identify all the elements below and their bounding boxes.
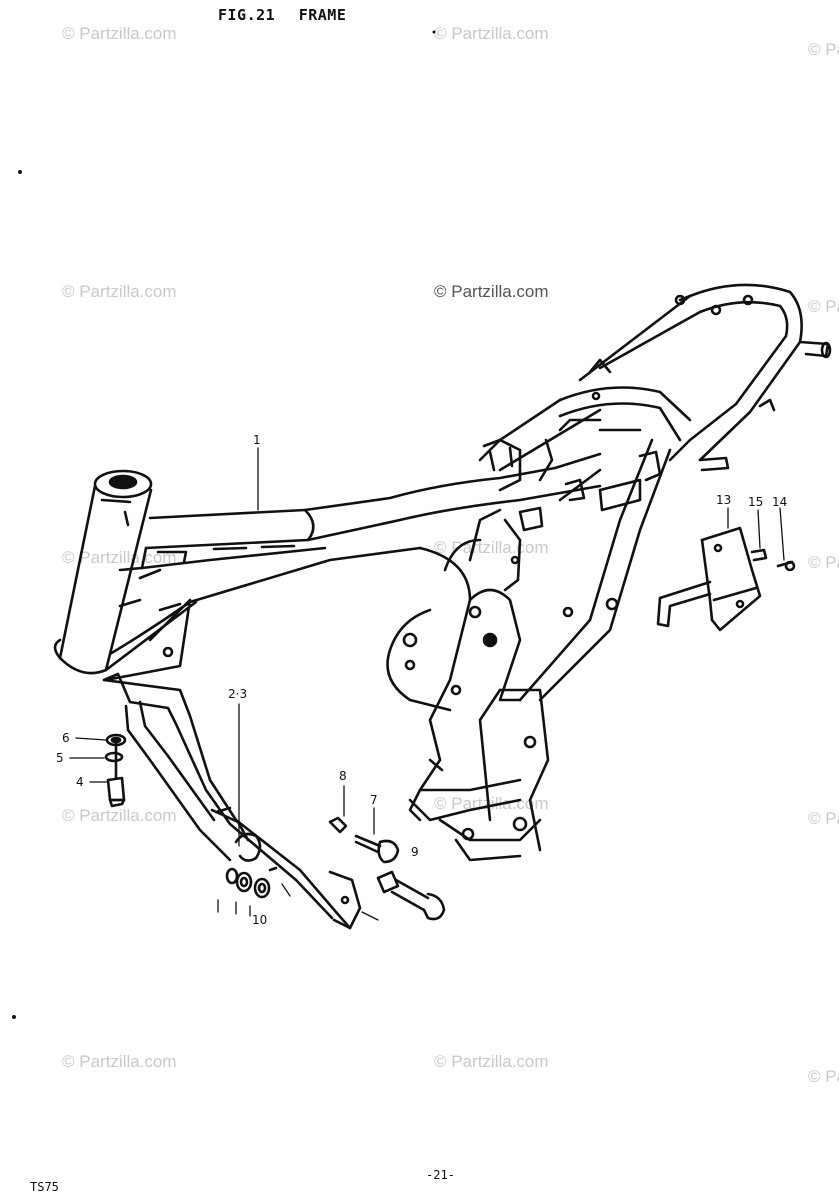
speck <box>12 1015 16 1019</box>
watermark: © Partzilla.com <box>808 553 839 572</box>
washers-10 <box>227 868 276 897</box>
front-engine-hanger <box>104 674 360 928</box>
watermark: © Partzilla.com <box>808 1067 839 1086</box>
callout-4: 4 <box>76 775 84 789</box>
callout-14: 14 <box>772 495 788 509</box>
steering-head-tube <box>55 471 151 673</box>
watermark: © Partzilla.com <box>434 282 549 301</box>
leader-lines <box>70 448 784 920</box>
leader-6 <box>76 738 106 740</box>
callout-7: 7 <box>370 793 378 807</box>
rear-down-tubes <box>520 440 690 700</box>
figure-number: FIG.21 <box>218 6 276 24</box>
watermark: © Partzilla.com <box>808 297 839 316</box>
leader-14 <box>780 508 784 560</box>
watermark: © Partzilla.com <box>434 24 549 43</box>
callout-5: 5 <box>56 751 64 765</box>
model-code: TS75 <box>30 1180 59 1194</box>
callout-1: 1 <box>253 433 261 447</box>
watermark: © Partzilla.com <box>434 1052 549 1071</box>
callout-6: 6 <box>62 731 70 745</box>
watermark: © Partzilla.com <box>808 809 839 828</box>
watermark: © Partzilla.com <box>62 806 177 825</box>
engine-mount-gusset <box>388 510 521 820</box>
leader-15 <box>758 510 760 548</box>
rear-seat-loop <box>580 285 830 470</box>
callout-9: 9 <box>411 845 419 859</box>
bolts-7-8-9 <box>330 818 444 919</box>
callout-13: 13 <box>716 493 732 507</box>
callout-2-3: 2·3 <box>228 687 248 701</box>
watermark: © Partzilla.com <box>808 40 839 59</box>
callout-10: 10 <box>252 913 268 927</box>
page-number: -21- <box>426 1168 455 1182</box>
callout-8: 8 <box>339 769 347 783</box>
figure-name: FRAME <box>298 6 347 24</box>
bolts-4-5-6 <box>106 735 125 806</box>
rear-bracket-assembly <box>658 528 794 630</box>
leader-9 <box>362 912 378 920</box>
watermark: © Partzilla.com <box>62 548 177 567</box>
watermark: © Partzilla.com <box>62 24 177 43</box>
lower-engine-cradle <box>410 690 548 860</box>
watermark: © Partzilla.com <box>62 1052 177 1071</box>
down-tube-gusset <box>106 548 420 680</box>
callout-15: 15 <box>748 495 764 509</box>
leader-10 <box>282 884 290 896</box>
speck <box>18 170 22 174</box>
watermark: © Partzilla.com <box>62 282 177 301</box>
backbone-tubes <box>120 454 600 578</box>
figure-title: FIG.21 FRAME <box>218 6 346 24</box>
rear-cross-members <box>480 360 690 530</box>
speck <box>432 30 436 34</box>
